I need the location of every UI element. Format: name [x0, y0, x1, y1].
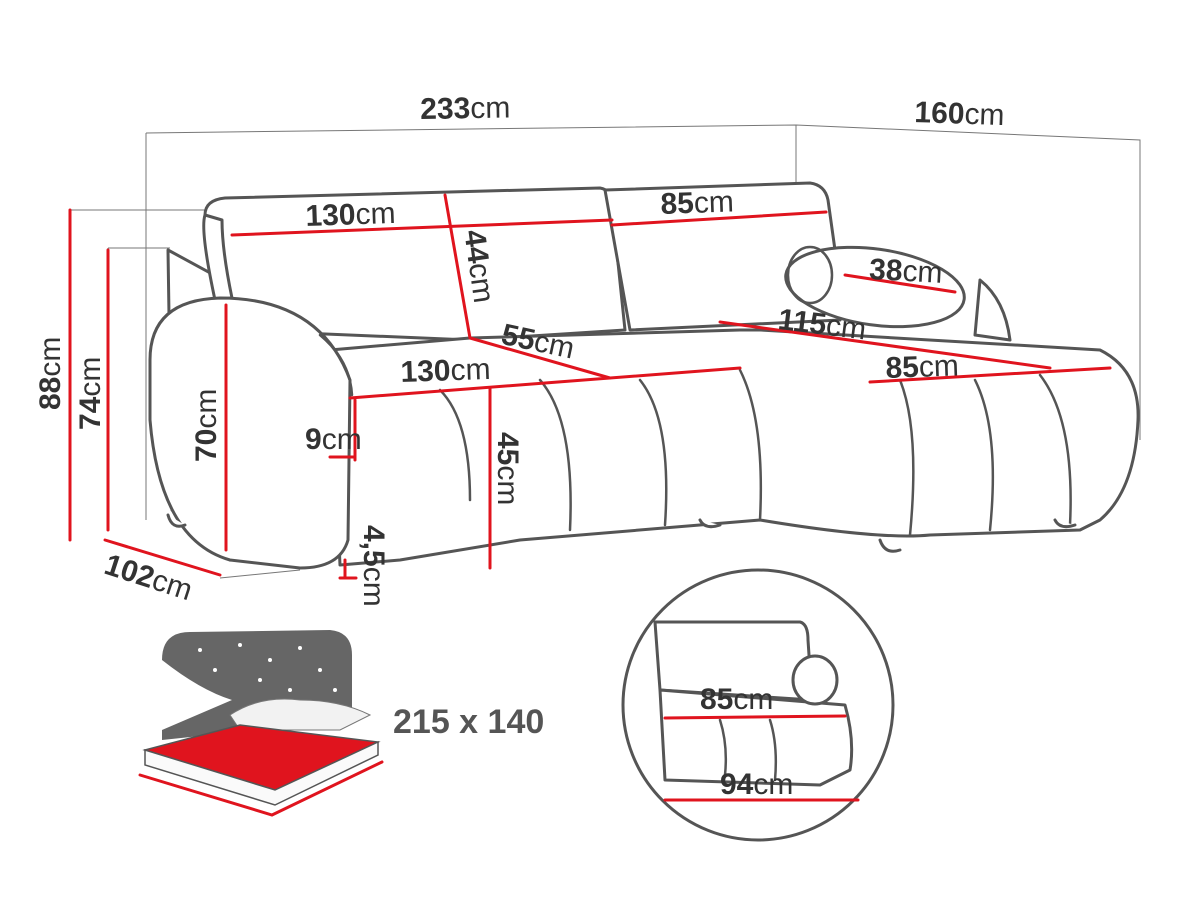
- dimension-lines: [68, 193, 1112, 580]
- dim-backrest-left: 130cm: [304, 196, 397, 233]
- dim-armrest-width: 9cm: [305, 423, 362, 456]
- detail-inset: [621, 568, 895, 842]
- sleeping-area-icon: [138, 630, 384, 817]
- dim-inset-top: 85cm: [700, 683, 774, 716]
- dim-leg-height: 4,5cm: [357, 525, 390, 607]
- sofa-outline: [148, 181, 1140, 570]
- sleeping-area-size: 215 x 140: [393, 703, 545, 741]
- dim-backrest-right: 85cm: [659, 185, 735, 221]
- dim-chaise-depth: 160cm: [913, 96, 1006, 133]
- dim-cushion: 38cm: [868, 253, 944, 290]
- dim-inset-bottom: 94cm: [720, 768, 794, 801]
- dim-chaise-width: 85cm: [884, 349, 960, 385]
- dim-back-height: 74cm: [74, 356, 107, 430]
- dim-total-height: 88cm: [34, 336, 67, 410]
- dim-total-length: 233cm: [419, 91, 511, 126]
- dim-seat-width: 130cm: [399, 352, 492, 389]
- dim-seat-height: 45cm: [491, 432, 524, 506]
- dim-armrest-height: 70cm: [190, 388, 223, 462]
